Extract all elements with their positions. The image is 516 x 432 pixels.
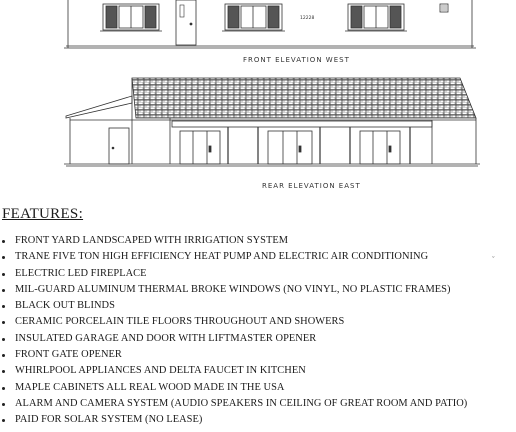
address-number: 12228 (300, 15, 314, 21)
list-item: MAPLE CABINETS ALL REAL WOOD MADE IN THE… (0, 380, 512, 396)
front-window-right (345, 3, 407, 32)
front-elevation (64, 0, 476, 49)
list-item: CERAMIC PORCELAIN TILE FLOORS THROUGHOUT… (0, 314, 512, 330)
rear-side-door (108, 127, 130, 165)
list-item: MIL-GUARD ALUMINUM THERMAL BROKE WINDOWS… (0, 282, 512, 298)
rear-slider-1 (179, 130, 221, 165)
front-elevation-label: FRONT ELEVATION WEST (243, 56, 350, 64)
rear-slider-3 (359, 130, 401, 165)
front-window-middle (222, 3, 285, 32)
list-item: FRONT GATE OPENER (0, 347, 512, 363)
features-list: FRONT YARD LANDSCAPED WITH IRRIGATION SY… (0, 233, 512, 429)
rear-slider-2 (267, 130, 313, 165)
front-door (175, 0, 197, 46)
front-window-left (100, 3, 162, 32)
rear-elevation (64, 77, 480, 167)
rear-elevation-label: REAR ELEVATION EAST (262, 182, 361, 190)
list-item: WHIRLPOOL APPLIANCES AND DELTA FAUCET IN… (0, 363, 512, 379)
list-item: ALARM AND CAMERA SYSTEM (AUDIO SPEAKERS … (0, 396, 512, 412)
elevation-drawings: 12228 (64, 0, 480, 167)
list-item: FRONT YARD LANDSCAPED WITH IRRIGATION SY… (0, 233, 512, 249)
list-item: PAID FOR SOLAR SYSTEM (NO LEASE) (0, 412, 512, 428)
scan-mark: ˇ (492, 255, 495, 264)
list-item: INSULATED GARAGE AND DOOR WITH LIFTMASTE… (0, 331, 512, 347)
list-item: ELECTRIC LED FIREPLACE (0, 266, 512, 282)
list-item: TRANE FIVE TON HIGH EFFICIENCY HEAT PUMP… (0, 249, 512, 265)
list-item: BLACK OUT BLINDS (0, 298, 512, 314)
rear-lean-to-roof (65, 95, 133, 119)
features-heading: FEATURES: (2, 206, 84, 222)
front-vent (439, 3, 449, 13)
rear-roof (131, 77, 477, 119)
